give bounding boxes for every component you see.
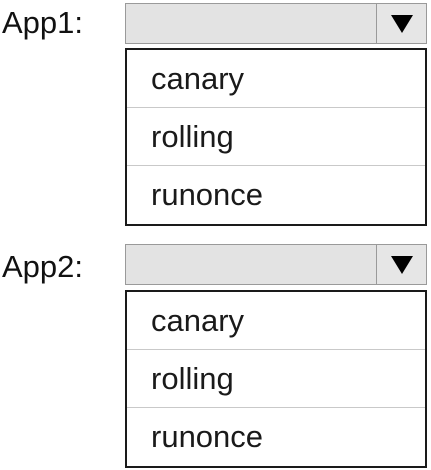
app2-select[interactable] [125,244,427,285]
app2-option-runonce[interactable]: runonce [151,419,264,454]
app1-options-list: canary rolling runonce [125,48,427,226]
triangle-down-icon [390,14,414,34]
app1-option-rolling[interactable]: rolling [127,108,425,166]
app2-option-rolling[interactable]: rolling [127,350,425,408]
app1-option-canary[interactable]: canary [127,50,425,108]
app2-options-list: canary rolling runonce [125,290,427,468]
app2-option-canary[interactable]: canary [127,292,425,350]
app2-dropdown-button[interactable] [376,245,426,284]
app2-label: App2: [2,249,84,284]
app1-dropdown-button[interactable] [376,4,426,43]
triangle-down-icon [390,255,414,275]
app1-label: App1: [2,5,84,40]
app1-option-runonce[interactable]: runonce [151,177,264,212]
app1-select[interactable] [125,3,427,44]
